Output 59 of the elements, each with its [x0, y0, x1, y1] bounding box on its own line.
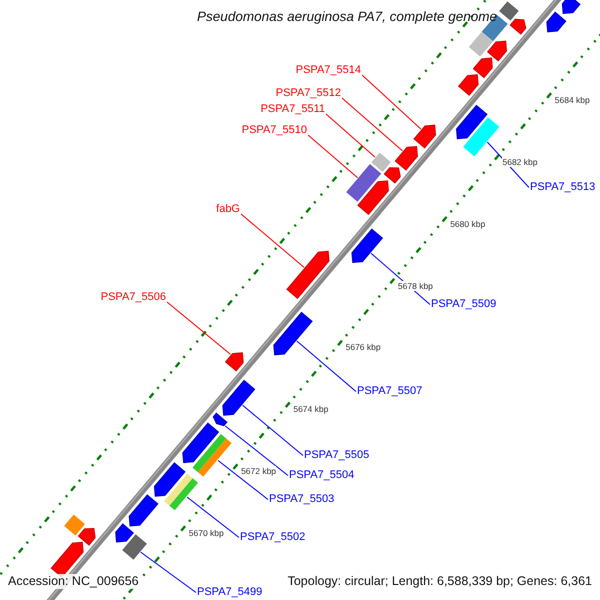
gene-label: PSPA7_5511	[260, 103, 325, 116]
gene-label: PSPA7_5499	[197, 586, 262, 599]
gene-feature	[384, 167, 401, 184]
gene-label: PSPA7_5502	[240, 531, 306, 544]
gene-feature	[510, 18, 526, 35]
map-title: Pseudomonas aeruginosa PA7, complete genome	[197, 9, 497, 25]
gene-label: PSPA7_5507	[357, 385, 422, 398]
gene-feature	[472, 57, 493, 78]
gene-label: PSPA7_5512	[276, 87, 341, 100]
scale-label: 5672 kbp	[241, 466, 276, 476]
leader-line	[342, 98, 404, 152]
scale-label: 5674 kbp	[293, 404, 328, 414]
gene-feature	[182, 422, 220, 464]
gene-feature	[224, 352, 244, 372]
scale-label: 5676 kbp	[346, 342, 381, 352]
gene-label: PSPA7_5514	[296, 64, 361, 77]
gene-feature	[286, 250, 330, 299]
gene-feature	[413, 124, 436, 149]
gene-label: PSPA7_5505	[304, 449, 370, 462]
gene-feature	[486, 40, 508, 62]
gene-label: fabG	[216, 203, 240, 216]
scale-label: 5680 kbp	[450, 218, 486, 229]
gene-feature	[192, 434, 232, 477]
leader-line	[296, 340, 356, 392]
gene-feature	[371, 152, 391, 172]
gene-feature	[456, 104, 488, 140]
gene-label: PSPA7_5510	[242, 124, 307, 137]
gene-feature	[562, 0, 581, 14]
gene-label: PSPA7_5503	[269, 493, 334, 506]
gene-feature	[212, 412, 228, 426]
leader-line	[362, 74, 422, 130]
scale-label: 5670 kbp	[188, 528, 224, 538]
leader-line	[224, 425, 288, 476]
gene-feature	[546, 12, 566, 32]
footer-text: Accession: NC_009656	[6, 574, 141, 589]
leader-line	[166, 302, 231, 355]
gene-label: PSPA7_5504	[289, 469, 354, 482]
gene-feature	[115, 523, 134, 543]
gene-feature	[394, 146, 418, 171]
gene-label: PSPA7_5506	[100, 291, 166, 304]
gene-feature	[78, 528, 96, 546]
gene-feature	[351, 228, 384, 263]
gene-feature	[164, 474, 198, 510]
gene-label: PSPA7_5513	[530, 181, 596, 194]
gene-feature	[128, 494, 158, 526]
gene-feature	[222, 380, 256, 416]
gene-feature	[357, 180, 389, 215]
gene-feature	[458, 74, 479, 96]
leader-line	[240, 214, 305, 268]
scale-label: 5678 kbp	[398, 280, 433, 291]
leader-line	[242, 404, 304, 456]
gene-feature	[273, 312, 313, 356]
gene-feature	[154, 462, 186, 497]
leader-line	[218, 460, 268, 500]
footer-text: Topology: circular; Length: 6,588,339 bp; Genes: 6,361	[286, 574, 594, 589]
gene-label: PSPA7_5509	[431, 298, 496, 311]
leader-line	[308, 134, 358, 178]
scale-label: 5684 kbp	[554, 94, 590, 105]
scale-label: 5682 kbp	[502, 156, 538, 167]
